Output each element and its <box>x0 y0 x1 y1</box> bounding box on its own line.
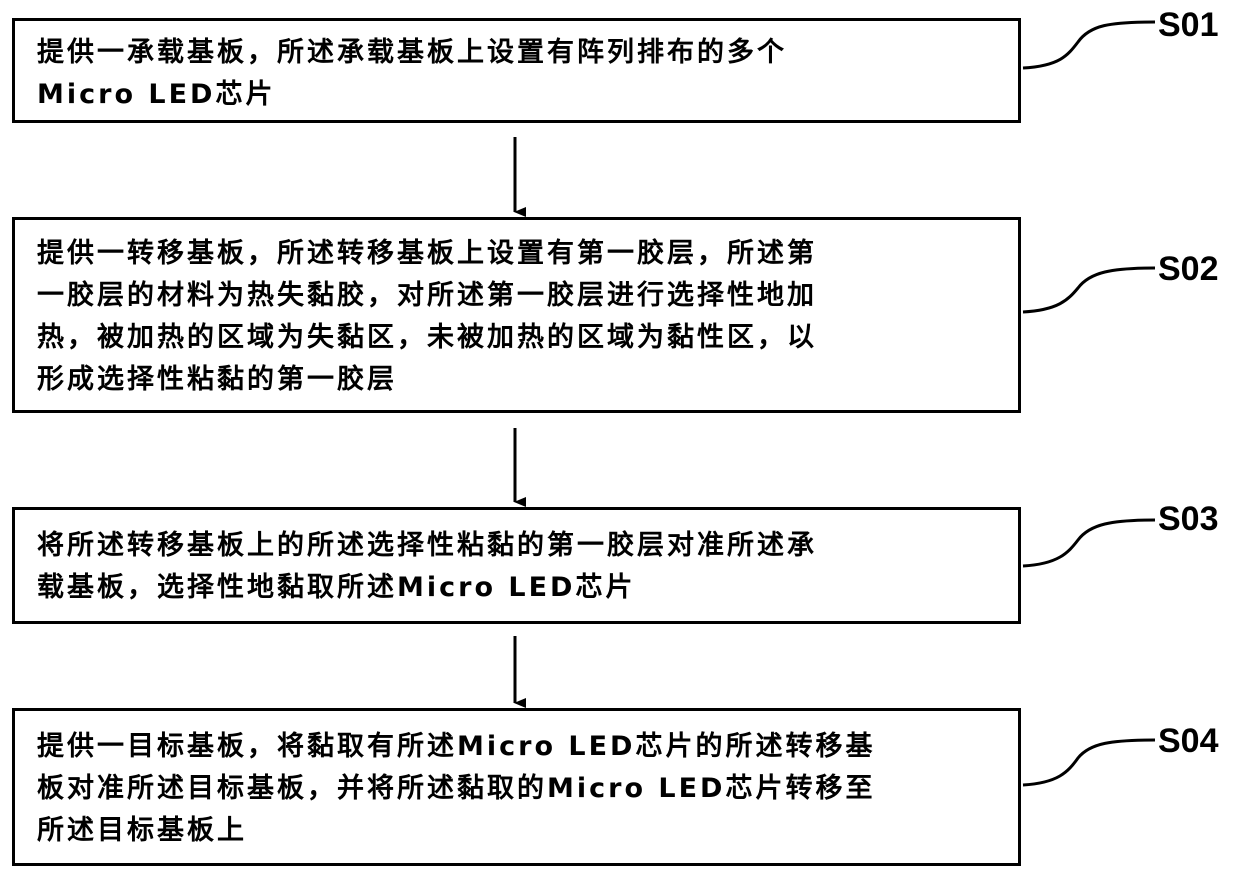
step-label-s03: S03 <box>1158 500 1219 539</box>
step-text-line: 一胶层的材料为热失黏胶，对所述第一胶层进行选择性地加 <box>37 276 1004 316</box>
leader-line-s04 <box>1023 740 1155 785</box>
step-text-line: 载基板，选择性地黏取所述Micro LED芯片 <box>37 568 1004 608</box>
leader-line-s03 <box>1023 520 1155 566</box>
step-box-s01: 提供一承载基板，所述承载基板上设置有阵列排布的多个 Micro LED芯片 <box>12 18 1021 123</box>
step-text-line: 提供一转移基板，所述转移基板上设置有第一胶层，所述第 <box>37 234 1004 274</box>
step-box-s03: 将所述转移基板上的所述选择性粘黏的第一胶层对准所述承 载基板，选择性地黏取所述M… <box>12 507 1021 624</box>
step-text-line: 热，被加热的区域为失黏区，未被加热的区域为黏性区，以 <box>37 318 1004 358</box>
step-text-line: 板对准所述目标基板，并将所述黏取的Micro LED芯片转移至 <box>37 769 1004 809</box>
step-box-s04: 提供一目标基板，将黏取有所述Micro LED芯片的所述转移基 板对准所述目标基… <box>12 708 1021 866</box>
step-text-line: Micro LED芯片 <box>37 75 1004 115</box>
step-box-s02: 提供一转移基板，所述转移基板上设置有第一胶层，所述第 一胶层的材料为热失黏胶，对… <box>12 217 1021 413</box>
step-text-line: 提供一承载基板，所述承载基板上设置有阵列排布的多个 <box>37 33 1004 73</box>
step-label-s04: S04 <box>1158 722 1219 761</box>
step-text-line: 形成选择性粘黏的第一胶层 <box>37 360 1004 400</box>
leader-line-s02 <box>1023 268 1155 312</box>
step-text-line: 提供一目标基板，将黏取有所述Micro LED芯片的所述转移基 <box>37 727 1004 767</box>
step-text-line: 所述目标基板上 <box>37 811 1004 851</box>
step-label-s01: S01 <box>1158 6 1219 45</box>
step-label-s02: S02 <box>1158 250 1219 289</box>
leader-line-s01 <box>1023 22 1155 68</box>
step-text-line: 将所述转移基板上的所述选择性粘黏的第一胶层对准所述承 <box>37 526 1004 566</box>
